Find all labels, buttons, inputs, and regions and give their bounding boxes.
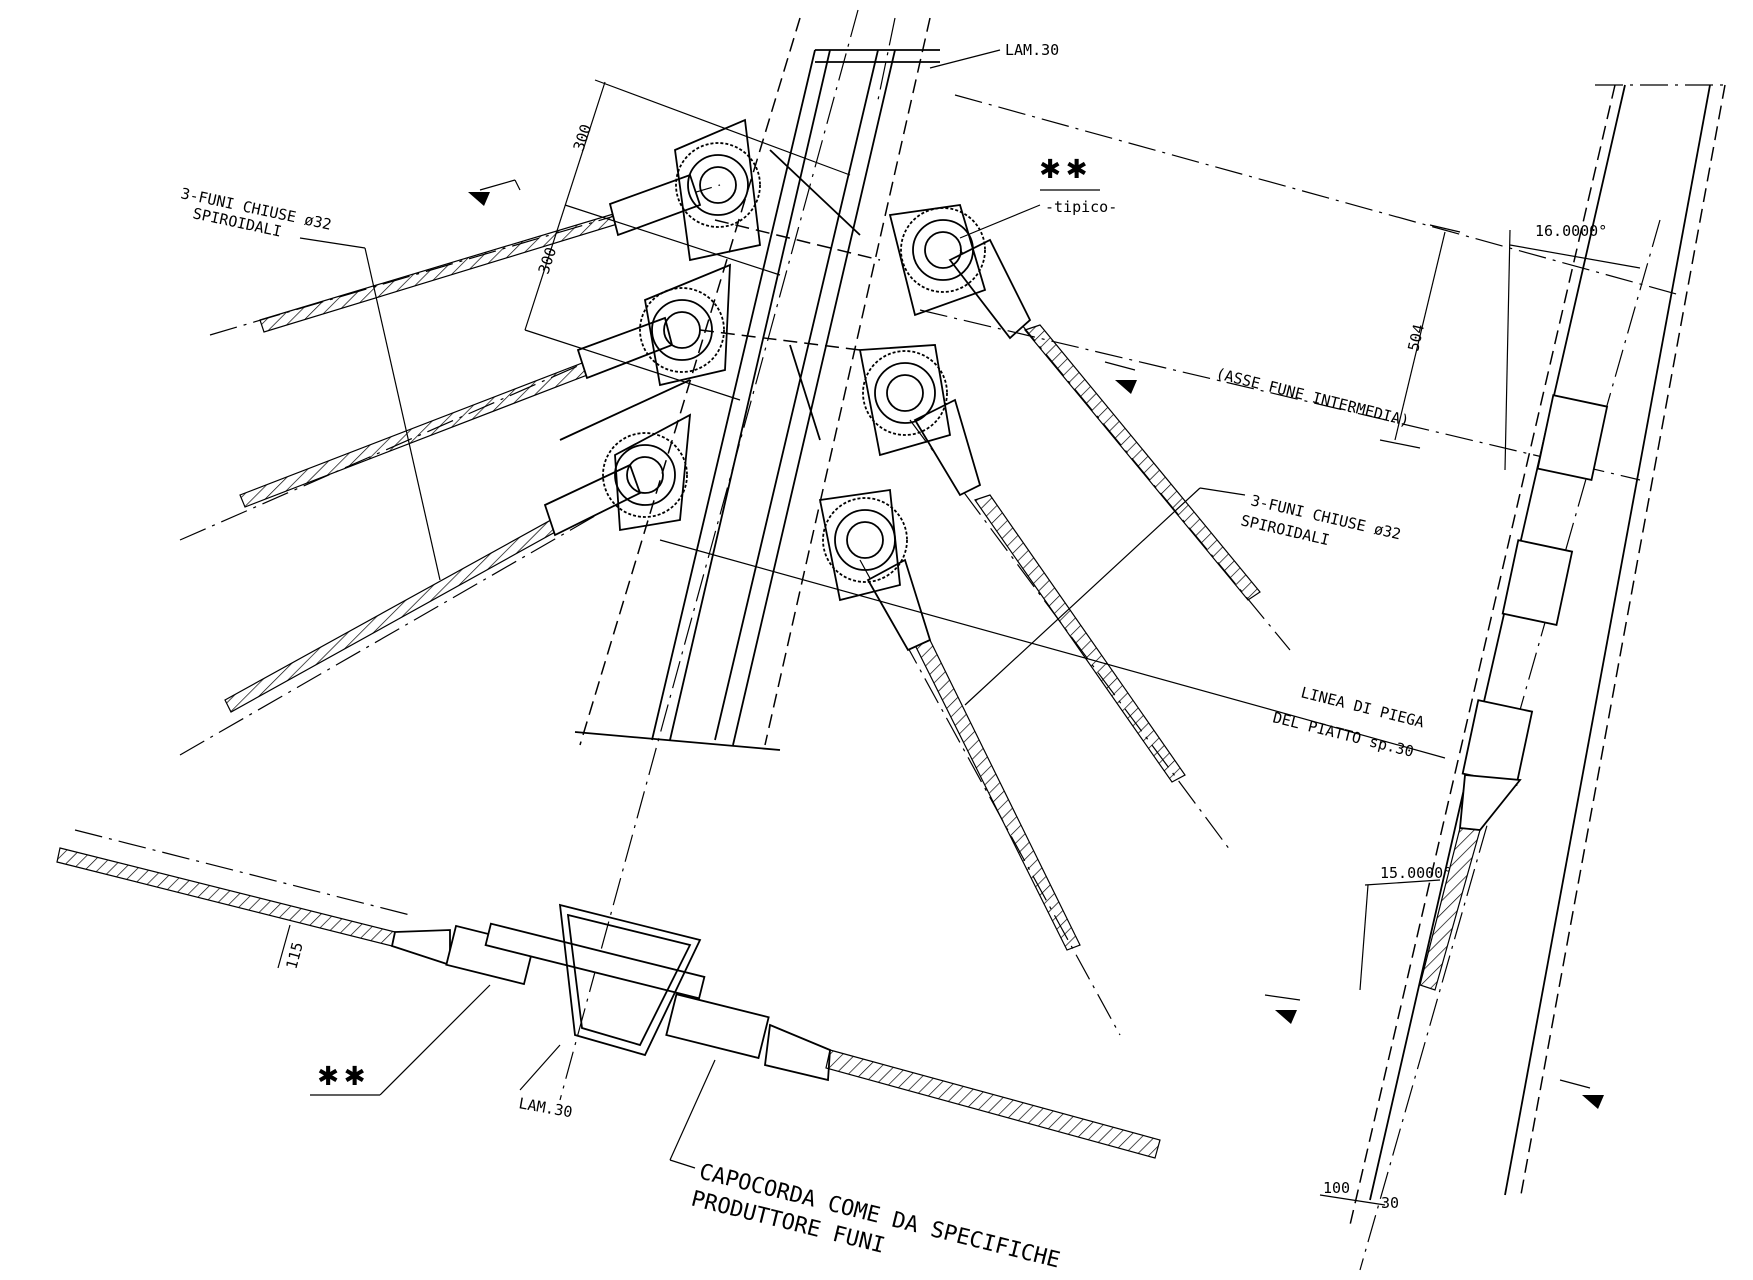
right-ropes: ✱✱ -tipico- 3-FUNI CHIUSE ø32 SPIROIDALI [818,147,1403,1036]
left-ropes: 3-FUNI CHIUSE ø32 SPIROIDALI [179,118,761,756]
asse-fune-intermedia: 504 (ASSE FUNE INTERMEDIA) LINEA DI PIEG… [659,94,1681,761]
dim-100: 100 [1323,1179,1350,1197]
star-bottom-label: ✱✱ [318,1054,371,1094]
dim-300-b: 300 [535,245,560,276]
lam-top-label: LAM.30 [1005,41,1059,59]
angle-15: 15.0000° [1380,864,1452,882]
pin-disc [675,142,761,228]
angle-16: 16.0000° [1535,222,1607,240]
dim-300-a: 300 [570,122,595,153]
tipico-label: -tipico- [1045,198,1117,216]
section-arrows [468,179,1604,1109]
main-column: LAM.30 [559,9,1059,1101]
bottom-detail: 115 ✱✱ LAM.30 CAPOCORDA COME DA SPECIFIC… [56,829,1161,1274]
side-view: 16.0000° 15.0000° 100 30 [1319,84,1730,1271]
pin-disc [639,287,725,373]
asse-label: (ASSE FUNE INTERMEDIA) [1214,364,1411,430]
dim-115: 115 [282,940,306,971]
star-top-label: ✱✱ [1040,147,1093,187]
pin-disc [862,350,948,436]
pin-disc [900,207,986,293]
dim-30: 30 [1381,1194,1399,1212]
pin-disc [602,432,688,518]
lam-bottom-label: LAM.30 [517,1094,573,1121]
dim-504: 504 [1404,322,1428,352]
pin-disc [822,497,908,583]
